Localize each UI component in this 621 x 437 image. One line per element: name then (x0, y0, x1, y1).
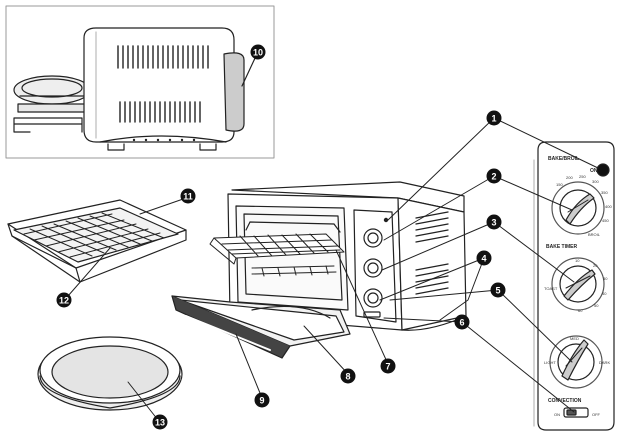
svg-text:9: 9 (259, 396, 264, 406)
toast-tick: DARK (599, 360, 610, 365)
callout-4: 4 (476, 250, 492, 266)
wire-rack (209, 233, 345, 265)
temp-tick: 150 (556, 182, 563, 187)
callout-7: 7 (380, 358, 396, 374)
panel-timer-label: BAKE TIMER (546, 244, 578, 250)
leader-1b (493, 117, 599, 169)
temp-tick: 250 (579, 174, 586, 179)
leader-2 (383, 175, 495, 241)
panel-on-label: ON (590, 168, 598, 174)
rear-view-inset (5, 5, 275, 159)
timer-tick: 30 (603, 276, 608, 281)
timer-tick: 50 (594, 303, 599, 308)
svg-text:13: 13 (155, 418, 165, 428)
leader-12 (67, 247, 111, 297)
temp-tick: 400 (605, 204, 612, 209)
svg-text:12: 12 (59, 296, 69, 306)
inset-pizza-pan (13, 75, 91, 133)
inset-bottom-vents (119, 101, 201, 123)
inset-top-vents (117, 45, 209, 69)
toast-tick: LIGHT (544, 360, 556, 365)
convection-switch: CONVECTION ON OFF (548, 398, 601, 418)
temp-tick: 200 (566, 175, 573, 180)
leader-9 (235, 333, 263, 399)
front-controls (353, 209, 397, 323)
svg-text:7: 7 (385, 362, 390, 372)
leader-lines (67, 117, 599, 421)
panel-conv-on: ON (554, 412, 560, 417)
timer-tick: 20 (593, 263, 598, 268)
timer-ticks: 10 20 30 40 50 60 (575, 258, 608, 313)
panel-convection-label: CONVECTION (548, 398, 582, 404)
timer-knob: 10 20 30 40 50 60 TOAST (544, 257, 608, 313)
svg-text:4: 4 (481, 254, 486, 264)
callout-2: 2 (486, 168, 502, 184)
lower-rack (251, 265, 337, 277)
leader-10 (241, 55, 257, 87)
timer-tick: 40 (602, 291, 607, 296)
callout-13: 13 (152, 414, 168, 430)
oven-door (171, 295, 351, 359)
toast-shade-knob: LIGHT MED DARK (544, 335, 610, 389)
svg-text:10: 10 (253, 48, 263, 58)
callout-1: 1 (486, 110, 502, 126)
toast-ticks: LIGHT MED DARK (544, 336, 610, 365)
callout-11: 11 (180, 188, 196, 204)
callout-12: 12 (56, 292, 72, 308)
svg-text:1: 1 (491, 114, 496, 124)
leader-11 (139, 197, 187, 215)
callout-9: 9 (254, 392, 270, 408)
callout-8: 8 (340, 368, 356, 384)
leader-3 (381, 221, 495, 271)
power-light-icon (596, 163, 610, 177)
leader-5b (389, 289, 499, 301)
leader-6b (383, 317, 463, 323)
temp-tick: 350 (601, 190, 608, 195)
leader-2b (493, 175, 573, 211)
callout-5: 5 (490, 282, 506, 298)
leader-8 (303, 325, 349, 375)
svg-text:5: 5 (495, 286, 500, 296)
inset-base-dots (132, 138, 196, 142)
svg-text:6: 6 (459, 318, 464, 328)
leader-4b (439, 257, 485, 321)
svg-text:3: 3 (491, 218, 496, 228)
temperature-ticks: 150 200 250 300 350 400 450 BROIL (556, 174, 612, 237)
callout-10: 10 (250, 44, 266, 60)
temp-tick: 450 (602, 218, 609, 223)
callout-6: 6 (454, 314, 470, 330)
callout-badges: 1 2 3 4 5 6 7 8 9 10 11 12 13 (56, 44, 506, 430)
panel-toast-label: TOAST (544, 286, 558, 291)
toaster-oven (171, 181, 467, 359)
leader-5 (497, 289, 573, 363)
broiling-pan (7, 199, 187, 283)
leader-13 (127, 381, 159, 421)
leader-1 (387, 117, 495, 221)
panel-conv-off: OFF (592, 412, 601, 417)
svg-text:8: 8 (345, 372, 350, 382)
timer-tick: 10 (575, 258, 580, 263)
panel-light-label: BAKE/BROIL (548, 156, 579, 162)
temp-tick: 300 (592, 179, 599, 184)
pizza-pan (37, 336, 183, 411)
inset-rear-crumb-tray (223, 52, 245, 132)
timer-tick: 60 (578, 308, 583, 313)
svg-text:2: 2 (491, 172, 496, 182)
temp-tick: BROIL (588, 232, 601, 237)
callout-3: 3 (486, 214, 502, 230)
control-panel-detail: BAKE/BROIL ON 150 200 250 300 350 400 45… (533, 141, 615, 431)
temperature-knob: 150 200 250 300 350 400 450 BROIL (551, 174, 612, 237)
leader-7 (335, 249, 389, 365)
svg-text:11: 11 (183, 192, 193, 202)
toast-tick: MED (570, 336, 579, 341)
leader-4 (379, 257, 485, 301)
broiling-rack-slots (23, 212, 165, 258)
leader-6 (461, 321, 575, 413)
inset-oven-body (83, 27, 235, 151)
leader-3b (493, 221, 575, 283)
